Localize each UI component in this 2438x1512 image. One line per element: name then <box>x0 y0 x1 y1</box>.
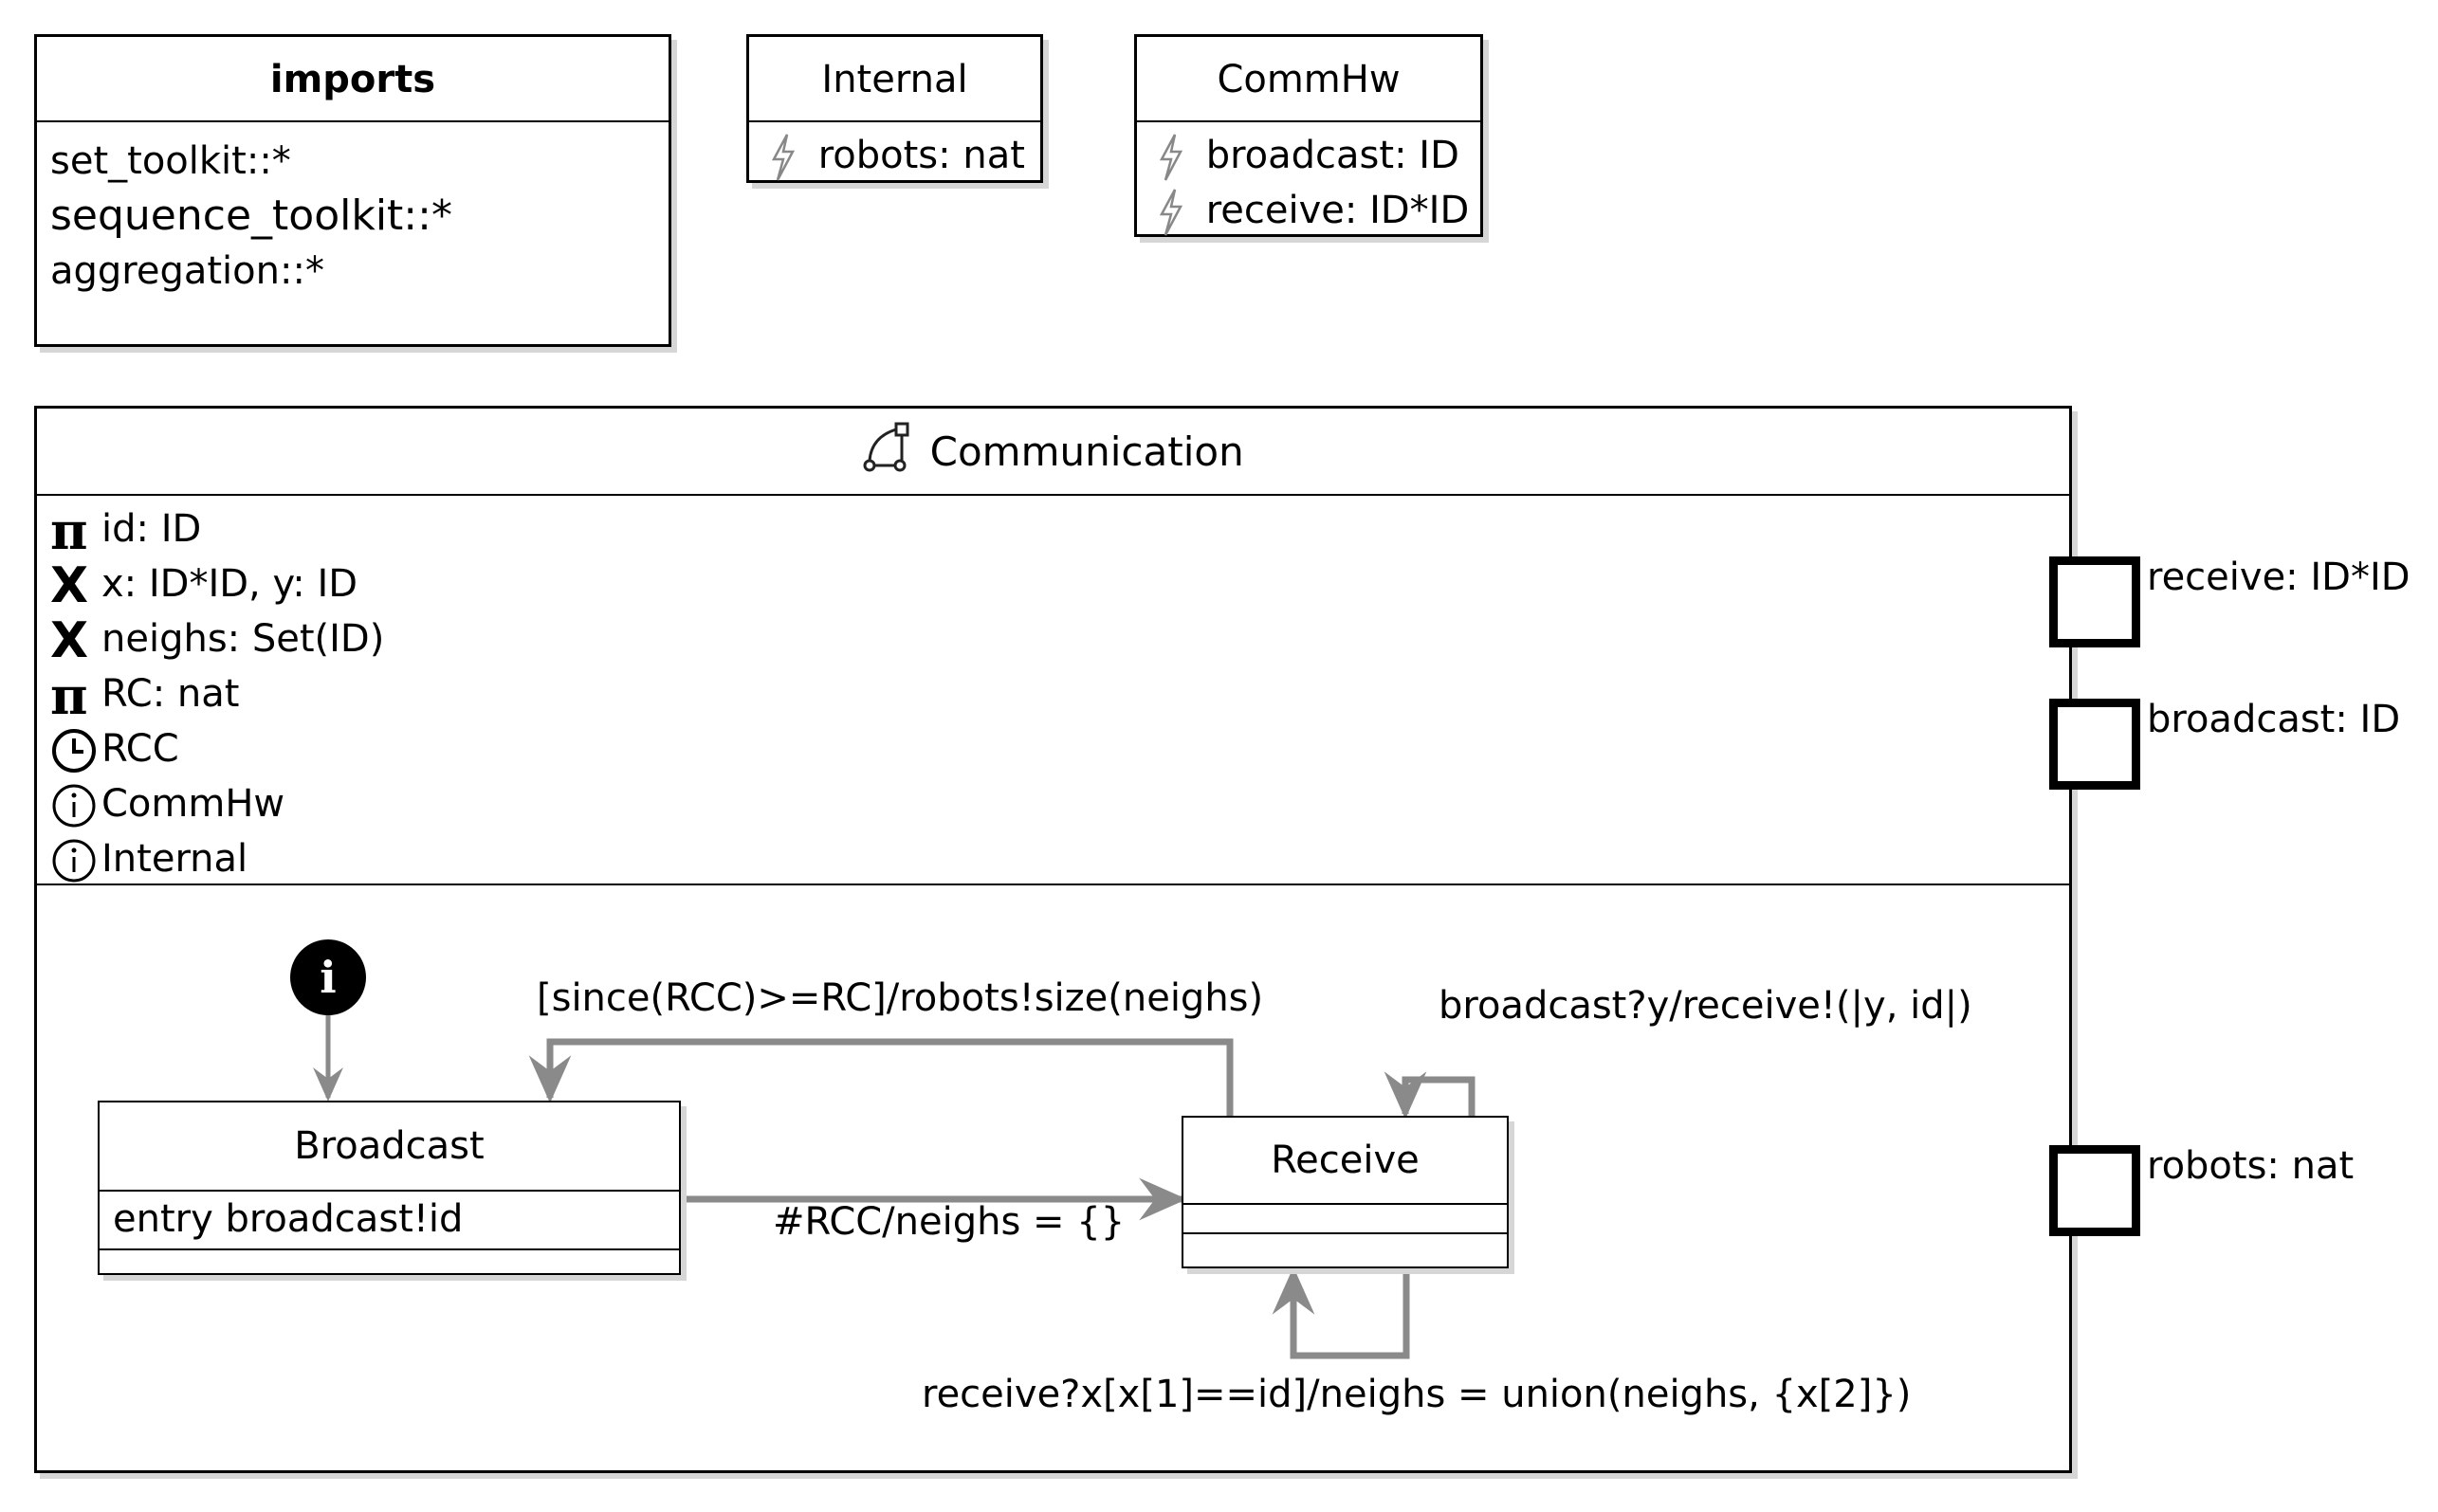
clock-icon <box>52 729 96 773</box>
declaration-item: RCC <box>50 721 179 776</box>
variable-x-icon: X <box>50 557 89 614</box>
imports-box[interactable]: imports set_toolkit::* sequence_toolkit:… <box>34 34 671 347</box>
state-machine-icon <box>863 422 909 472</box>
import-item: aggregation::* <box>50 249 324 293</box>
port-label: broadcast: ID <box>2147 698 2401 741</box>
interface-event: broadcast: ID <box>1156 128 1459 183</box>
state-broadcast[interactable]: Broadcast entry broadcast!id <box>98 1101 681 1275</box>
constant-pi-icon: π <box>50 501 88 561</box>
interface-title: Internal <box>821 58 968 101</box>
interface-info-icon <box>52 839 96 883</box>
interface-event: receive: ID*ID <box>1156 183 1469 238</box>
event-lightning-icon <box>771 134 796 181</box>
interface-event: robots: nat <box>768 128 1025 183</box>
declaration-item: CommHw <box>50 776 284 831</box>
state-divider <box>1183 1203 1507 1205</box>
port-label: robots: nat <box>2147 1144 2355 1188</box>
initial-marker: i <box>320 952 337 1003</box>
import-item: sequence_toolkit::* <box>50 191 452 240</box>
variable-x-icon: X <box>50 612 89 669</box>
event-label: broadcast: ID <box>1205 134 1459 177</box>
interface-commhw[interactable]: CommHw broadcast: ID receive: ID*ID <box>1134 34 1483 237</box>
port-robots[interactable] <box>2049 1145 2140 1236</box>
state-action: entry broadcast!id <box>113 1197 464 1241</box>
declarations-divider <box>37 884 2069 885</box>
interface-divider <box>749 120 1040 122</box>
imports-divider <box>37 120 669 122</box>
interface-internal[interactable]: Internal robots: nat <box>746 34 1043 183</box>
transition-label[interactable]: #RCC/neighs = {} <box>773 1200 1126 1244</box>
module-header-divider <box>37 494 2069 496</box>
interface-title: CommHw <box>1217 58 1401 101</box>
state-divider <box>1183 1232 1507 1234</box>
import-item: set_toolkit::* <box>50 139 291 183</box>
state-divider <box>100 1190 679 1192</box>
state-receive[interactable]: Receive <box>1182 1116 1509 1268</box>
state-name: Receive <box>1271 1139 1420 1182</box>
event-label: robots: nat <box>817 134 1025 177</box>
event-lightning-icon <box>1159 189 1183 236</box>
state-name: Broadcast <box>294 1124 485 1168</box>
module-header: Communication <box>37 409 2069 496</box>
declaration-item: Internal <box>50 831 247 886</box>
event-lightning-icon <box>1159 134 1183 181</box>
constant-pi-icon: π <box>50 665 88 726</box>
imports-title: imports <box>269 58 436 101</box>
port-receive[interactable] <box>2049 556 2140 647</box>
transition-label[interactable]: [since(RCC)>=RC]/robots!size(neighs) <box>537 976 1264 1020</box>
port-label: receive: ID*ID <box>2147 556 2411 599</box>
interface-info-icon <box>52 784 96 828</box>
module-title: Communication <box>929 428 1244 475</box>
initial-state[interactable]: i <box>290 939 366 1015</box>
event-label: receive: ID*ID <box>1205 189 1470 232</box>
state-divider <box>100 1248 679 1250</box>
port-broadcast[interactable] <box>2049 699 2140 790</box>
interface-divider <box>1137 120 1480 122</box>
transition-label[interactable]: broadcast?y/receive!(|y, id|) <box>1439 984 1972 1028</box>
transition-label[interactable]: receive?x[x[1]==id]/neighs = union(neigh… <box>922 1373 1912 1416</box>
